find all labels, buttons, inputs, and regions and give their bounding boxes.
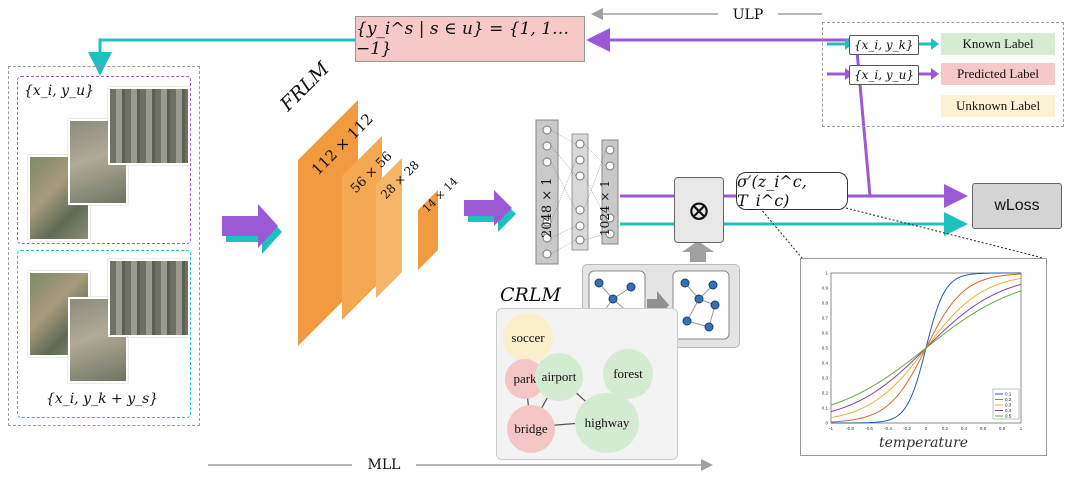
input-panel [8,66,200,426]
graph-node-soccer: soccer [503,313,553,363]
graph-node-airport: airport [535,353,583,401]
ulp-label: ULP [718,5,778,25]
wloss-box: wLoss [972,183,1062,229]
series-line [830,290,1022,406]
pseudo-label-formula: {y_i^s | s ∈ u} = {1, 1… −1} [355,16,585,62]
legend-known-label: Known Label [941,33,1055,55]
input-arrow-purple [222,204,278,248]
legend-entry: 0.1 [1005,392,1012,397]
fusion-operator: ⊗ [674,177,724,243]
legend: {x_i, y_k} {x_i, y_u} Known Label Predic… [822,22,1064,127]
graph-node-bridge: bridge [507,405,555,453]
y-tick-label: 0.5 [822,346,829,351]
crlm-label: CRLM [500,284,561,306]
chart-xlabel: temperature [878,435,969,451]
feature-arrow-purple [464,190,512,226]
labeled-set-panel: {x_i, y_k + y_s} [17,250,191,418]
unlabeled-set-panel: {x_i, y_u} [17,76,191,244]
y-tick-label: 0.7 [822,316,829,321]
x-tick-label: -0.2 [903,426,911,431]
y-tick-label: 0.2 [822,391,829,396]
legend-entry: 0.4 [1005,408,1012,413]
y-tick-label: 0 [825,421,828,426]
legend-predicted-label: Predicted Label [941,63,1055,85]
fc-layer-size: 2048 × 1 [540,177,555,238]
y-tick-label: 0.4 [822,361,829,366]
sigmoid-formula: σ′(z_i^c, T_i^c) [736,172,848,210]
x-tick-label: 0.6 [980,426,987,431]
legend-unknown-label: Unknown Label [941,95,1055,117]
legend-predicted-pill: {x_i, y_u} [849,65,920,85]
satellite-image [108,259,190,337]
label-graph-panel: soccer park airport forest bridge highwa… [496,308,678,460]
y-tick-label: 0.1 [822,406,829,411]
x-tick-label: 0.2 [942,426,949,431]
satellite-image [108,87,190,165]
y-tick-label: 0.3 [822,376,829,381]
y-tick-label: 1 [825,271,828,276]
legend-known-pill: {x_i, y_k} [849,35,919,55]
frlm-feature-maps [298,100,438,346]
x-tick-label: -0.4 [884,426,892,431]
x-tick-label: -0.6 [865,426,873,431]
unlabeled-set-label: {x_i, y_u} [24,83,95,99]
x-tick-label: 0.4 [961,426,968,431]
labeled-set-label: {x_i, y_k + y_s} [46,391,159,407]
graph-node-forest: forest [603,349,653,399]
fc-layer-size: 1024 × 1 [598,180,612,236]
legend-entry: 0.3 [1005,403,1012,408]
mll-label: MLL [352,455,416,475]
x-tick-label: -1 [829,426,833,431]
y-tick-label: 0.6 [822,331,829,336]
x-tick-label: 1 [1020,426,1023,431]
x-tick-label: 0 [925,426,928,431]
crlm-up-arrow [682,241,714,262]
x-tick-label: 0.8 [999,426,1006,431]
feedback-cyan-arrow [88,38,355,76]
y-tick-label: 0.9 [822,286,829,291]
x-tick-label: -0.8 [846,426,854,431]
y-tick-label: 0.8 [822,301,829,306]
legend-entry: 0.5 [1005,414,1012,419]
legend-entry: 0.2 [1005,397,1012,402]
fc-layers [535,119,619,265]
graph-node-highway: highway [575,393,639,453]
